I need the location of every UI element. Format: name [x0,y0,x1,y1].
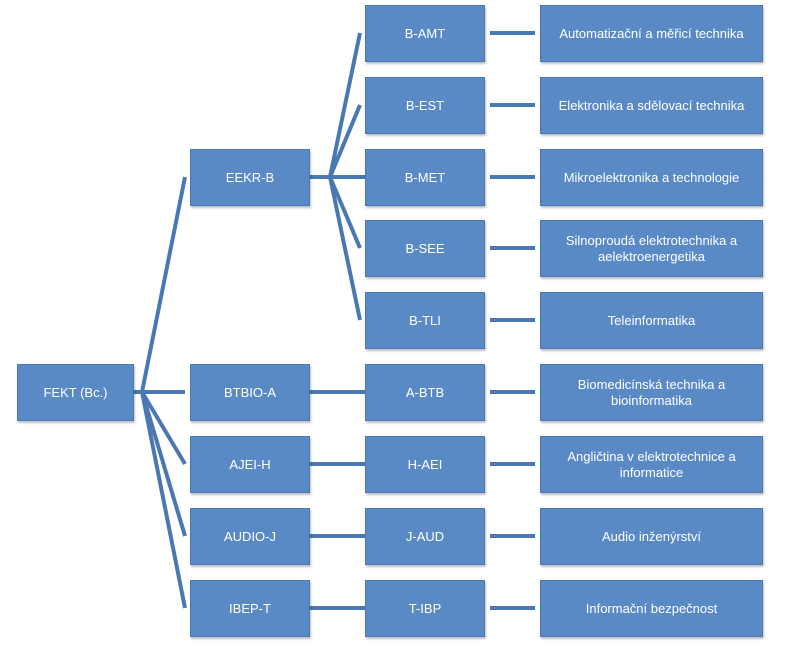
node-root-label: FEKT (Bc.) [43,384,108,400]
node-level3-est: Elektronika a sdělovací technika [540,77,763,134]
node-level3-label: Mikroelektronika a technologie [563,169,740,185]
node-level1-label: BTBIO-A [223,384,276,400]
node-level3-label: Biomedicínská technika a bioinformatika [577,376,726,408]
node-level2-b-amt: B-AMT [365,5,485,62]
node-level3-label: Elektronika a sdělovací technika [558,97,745,113]
node-level1-btbio: BTBIO-A [190,364,310,421]
node-level2-b-est: B-EST [365,77,485,134]
node-level3-label: Audio inženýrství [602,528,701,544]
connector-root-to-level1-4 [140,391,187,609]
connector-level1-to-level2-0 [328,32,362,178]
node-level1-ibep: IBEP-T [190,580,310,637]
node-level3-label: Informační bezpečnost [585,600,718,616]
node-level1-label: AUDIO-J [224,528,276,544]
node-level3-amt: Automatizační a měřicí technika [540,5,763,62]
node-level1-ajei: AJEI-H [190,436,310,493]
node-level2-a-btb: A-BTB [365,364,485,421]
node-root: FEKT (Bc.) [17,364,134,421]
node-level2-t-ibp: T-IBP [365,580,485,637]
node-level2-label: B-TLI [409,312,441,328]
node-level1-eekr: EEKR-B [190,149,310,206]
connector-root-to-level1-3 [140,391,187,537]
connector-root-to-level1-0 [140,176,187,393]
node-level1-label: AJEI-H [229,456,271,472]
node-level2-label: A-BTB [405,384,445,400]
connector-level1-to-level2-3 [328,176,362,249]
node-level1-label: EEKR-B [225,169,275,185]
node-level2-b-met: B-MET [365,149,485,206]
node-level2-label: B-SEE [405,240,445,256]
node-level3-tli: Teleinformatika [540,292,763,349]
connector-level1-to-level2-1 [328,104,362,178]
node-level2-label: J-AUD [405,528,445,544]
node-level2-j-aud: J-AUD [365,508,485,565]
node-level3-aud: Audio inženýrství [540,508,763,565]
node-level2-label: H-AEI [407,456,443,472]
node-level1-label: IBEP-T [229,600,271,616]
node-level1-audio: AUDIO-J [190,508,310,565]
node-level2-label: T-IBP [408,600,442,616]
node-level3-label: Angličtina v elektrotechnice a informati… [567,448,736,480]
node-level2-b-see: B-SEE [365,220,485,277]
node-level3-met: Mikroelektronika a technologie [540,149,763,206]
node-level3-aei: Angličtina v elektrotechnice a informati… [540,436,763,493]
node-level3-label: Teleinformatika [607,312,696,328]
node-level3-label: Automatizační a měřicí technika [559,25,744,41]
node-level3-see: Silnoproudá elektrotechnika a aelektroen… [540,220,763,277]
node-level2-label: B-EST [405,97,445,113]
node-level3-label: Silnoproudá elektrotechnika a aelektroen… [565,232,738,264]
node-level2-label: B-MET [404,169,446,185]
connector-root-to-level1-2 [140,390,187,466]
node-level2-label: B-AMT [404,25,446,41]
node-level3-ibp: Informační bezpečnost [540,580,763,637]
node-level2-h-aei: H-AEI [365,436,485,493]
node-level3-btb: Biomedicínská technika a bioinformatika [540,364,763,421]
node-level2-b-tli: B-TLI [365,292,485,349]
connector-level1-to-level2-4 [328,176,362,321]
